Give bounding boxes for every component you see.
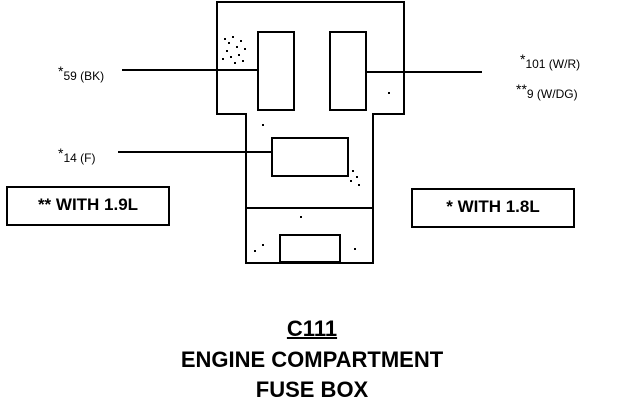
pin-text-59: 59 (BK) bbox=[63, 69, 105, 83]
cavity-101 bbox=[329, 31, 367, 111]
cavity-59 bbox=[257, 31, 295, 111]
stipple-texture bbox=[222, 36, 390, 252]
pin-label-59: *59 (BK) bbox=[58, 64, 104, 83]
cavity-14 bbox=[271, 137, 349, 177]
title-line-2: FUSE BOX bbox=[255, 377, 369, 402]
legend-with-1-8l: * WITH 1.8L bbox=[411, 188, 575, 228]
connector-code: C111 bbox=[0, 316, 624, 342]
cavity-lower bbox=[279, 234, 341, 263]
connector-body bbox=[216, 1, 405, 264]
pin-star-101: * bbox=[520, 51, 526, 67]
legend-with-1-9l: ** WITH 1.9L bbox=[6, 186, 170, 226]
pin-star-14: * bbox=[58, 145, 64, 161]
pin-star-9: ** bbox=[516, 81, 527, 97]
pin-text-14: 14 (F) bbox=[63, 151, 96, 165]
connector-code-text: C111 bbox=[286, 316, 338, 341]
pin-star-59: * bbox=[58, 63, 64, 79]
pin-label-101: *101 (W/R) bbox=[520, 52, 580, 71]
pin-label-14: *14 (F) bbox=[58, 146, 95, 165]
pin-label-9: **9 (W/DG) bbox=[516, 82, 578, 101]
pin-text-101: 101 (W/R) bbox=[525, 57, 581, 71]
pin-text-9: 9 (W/DG) bbox=[526, 87, 578, 101]
title-line-1: ENGINE COMPARTMENT bbox=[180, 347, 444, 372]
